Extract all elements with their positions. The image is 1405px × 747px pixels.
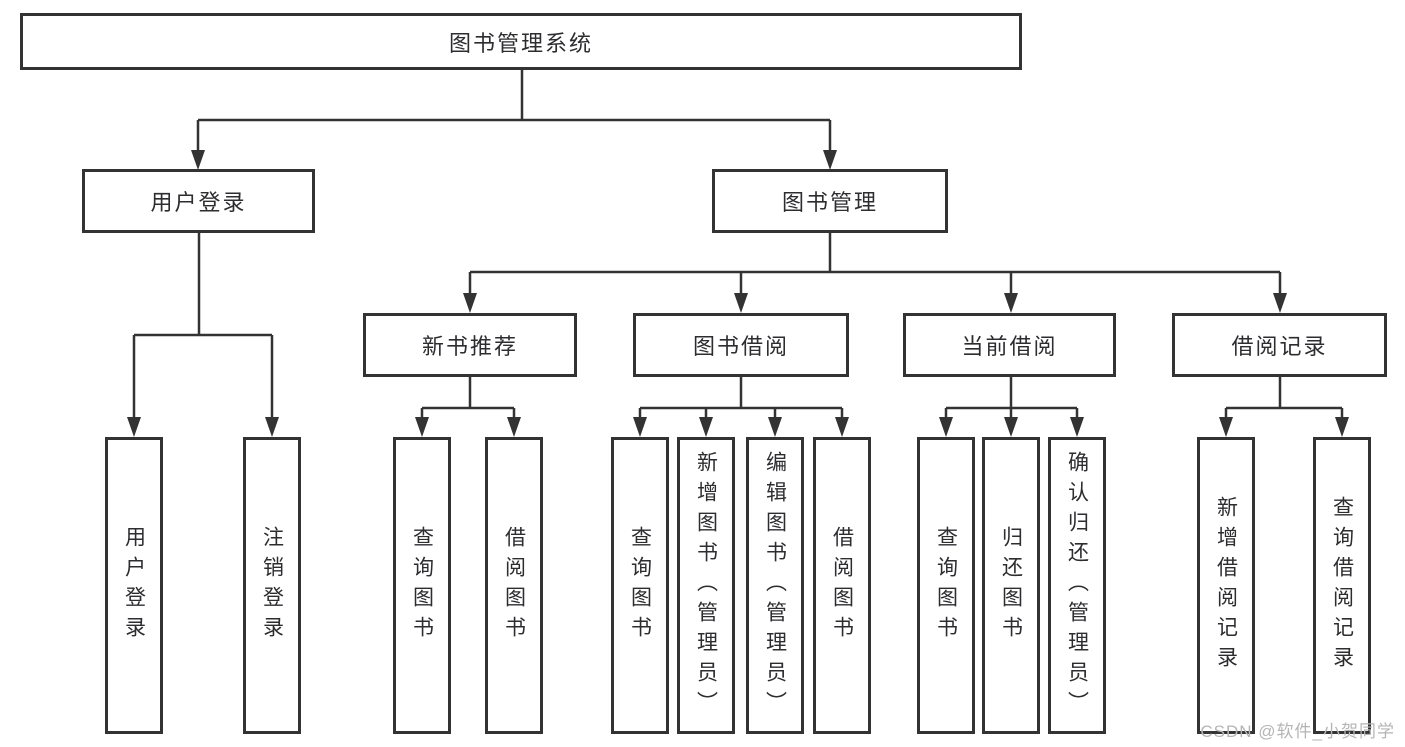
arrowhead-borrowing-records	[1273, 293, 1287, 313]
connector-sec0-to-leaves	[420, 377, 516, 420]
node-leaf-user-login: 用户登录	[105, 437, 163, 734]
node-book-management: 图书管理	[712, 169, 948, 233]
connector-userlogin-to-leaves	[132, 233, 274, 420]
arrowhead-sec2-leaf3	[1070, 417, 1084, 437]
node-leaf-return-books: 归还图书	[982, 437, 1040, 734]
node-library-management-system: 图书管理系统	[20, 13, 1022, 70]
arrowhead-sec0-leaf2	[507, 417, 521, 437]
arrowhead-book-borrowing	[734, 293, 748, 313]
arrowhead-sec2-leaf1	[939, 417, 953, 437]
connector-sec1-to-leaves	[638, 377, 844, 420]
connector-sec2-to-leaves	[944, 377, 1079, 420]
arrowhead-sec3-leaf2	[1335, 417, 1349, 437]
arrowhead-leaf-user-login	[127, 417, 141, 437]
node-leaf-query-books-recommend: 查询图书	[393, 437, 451, 734]
node-borrowing-records: 借阅记录	[1172, 313, 1387, 377]
node-leaf-add-borrow-record: 新增借阅记录	[1197, 437, 1255, 734]
node-leaf-edit-books-admin: 编辑图书（管理员）	[746, 437, 804, 734]
connector-sec3-to-leaves	[1224, 377, 1344, 420]
arrowhead-sec1-leaf1	[633, 417, 647, 437]
arrowhead-sec1-leaf4	[835, 417, 849, 437]
arrowhead-current-borrowing	[1004, 293, 1018, 313]
arrowhead-user-login	[191, 150, 205, 170]
node-leaf-borrow-books-borrowing: 借阅图书	[813, 437, 871, 734]
arrowhead-sec3-leaf1	[1219, 417, 1233, 437]
arrowhead-book-management	[823, 150, 837, 170]
node-user-login: 用户登录	[82, 169, 315, 233]
arrowhead-sec1-leaf2	[699, 417, 713, 437]
arrowhead-sec0-leaf1	[415, 417, 429, 437]
arrowhead-leaf-logout	[265, 417, 279, 437]
node-leaf-query-books-current: 查询图书	[917, 437, 975, 734]
node-new-book-recommend: 新书推荐	[363, 313, 577, 377]
node-leaf-query-borrow-record: 查询借阅记录	[1313, 437, 1371, 734]
arrowhead-sec2-leaf2	[1004, 417, 1018, 437]
node-current-borrowing: 当前借阅	[903, 313, 1116, 377]
node-leaf-logout: 注销登录	[243, 437, 301, 734]
node-leaf-add-books-admin: 新增图书（管理员）	[677, 437, 735, 734]
node-book-borrowing: 图书借阅	[633, 313, 849, 377]
node-leaf-confirm-return-admin: 确认归还（管理员）	[1048, 437, 1106, 734]
arrowhead-sec1-leaf3	[768, 417, 782, 437]
connector-bookmgmt-to-sections	[468, 233, 1282, 296]
watermark-text: CSDN @软件_小贺同学	[1200, 722, 1395, 741]
node-leaf-query-books-borrowing: 查询图书	[611, 437, 669, 734]
node-leaf-borrow-books-recommend: 借阅图书	[485, 437, 543, 734]
arrowhead-new-book-recommend	[463, 293, 477, 313]
connector-root-to-level2	[196, 70, 832, 153]
